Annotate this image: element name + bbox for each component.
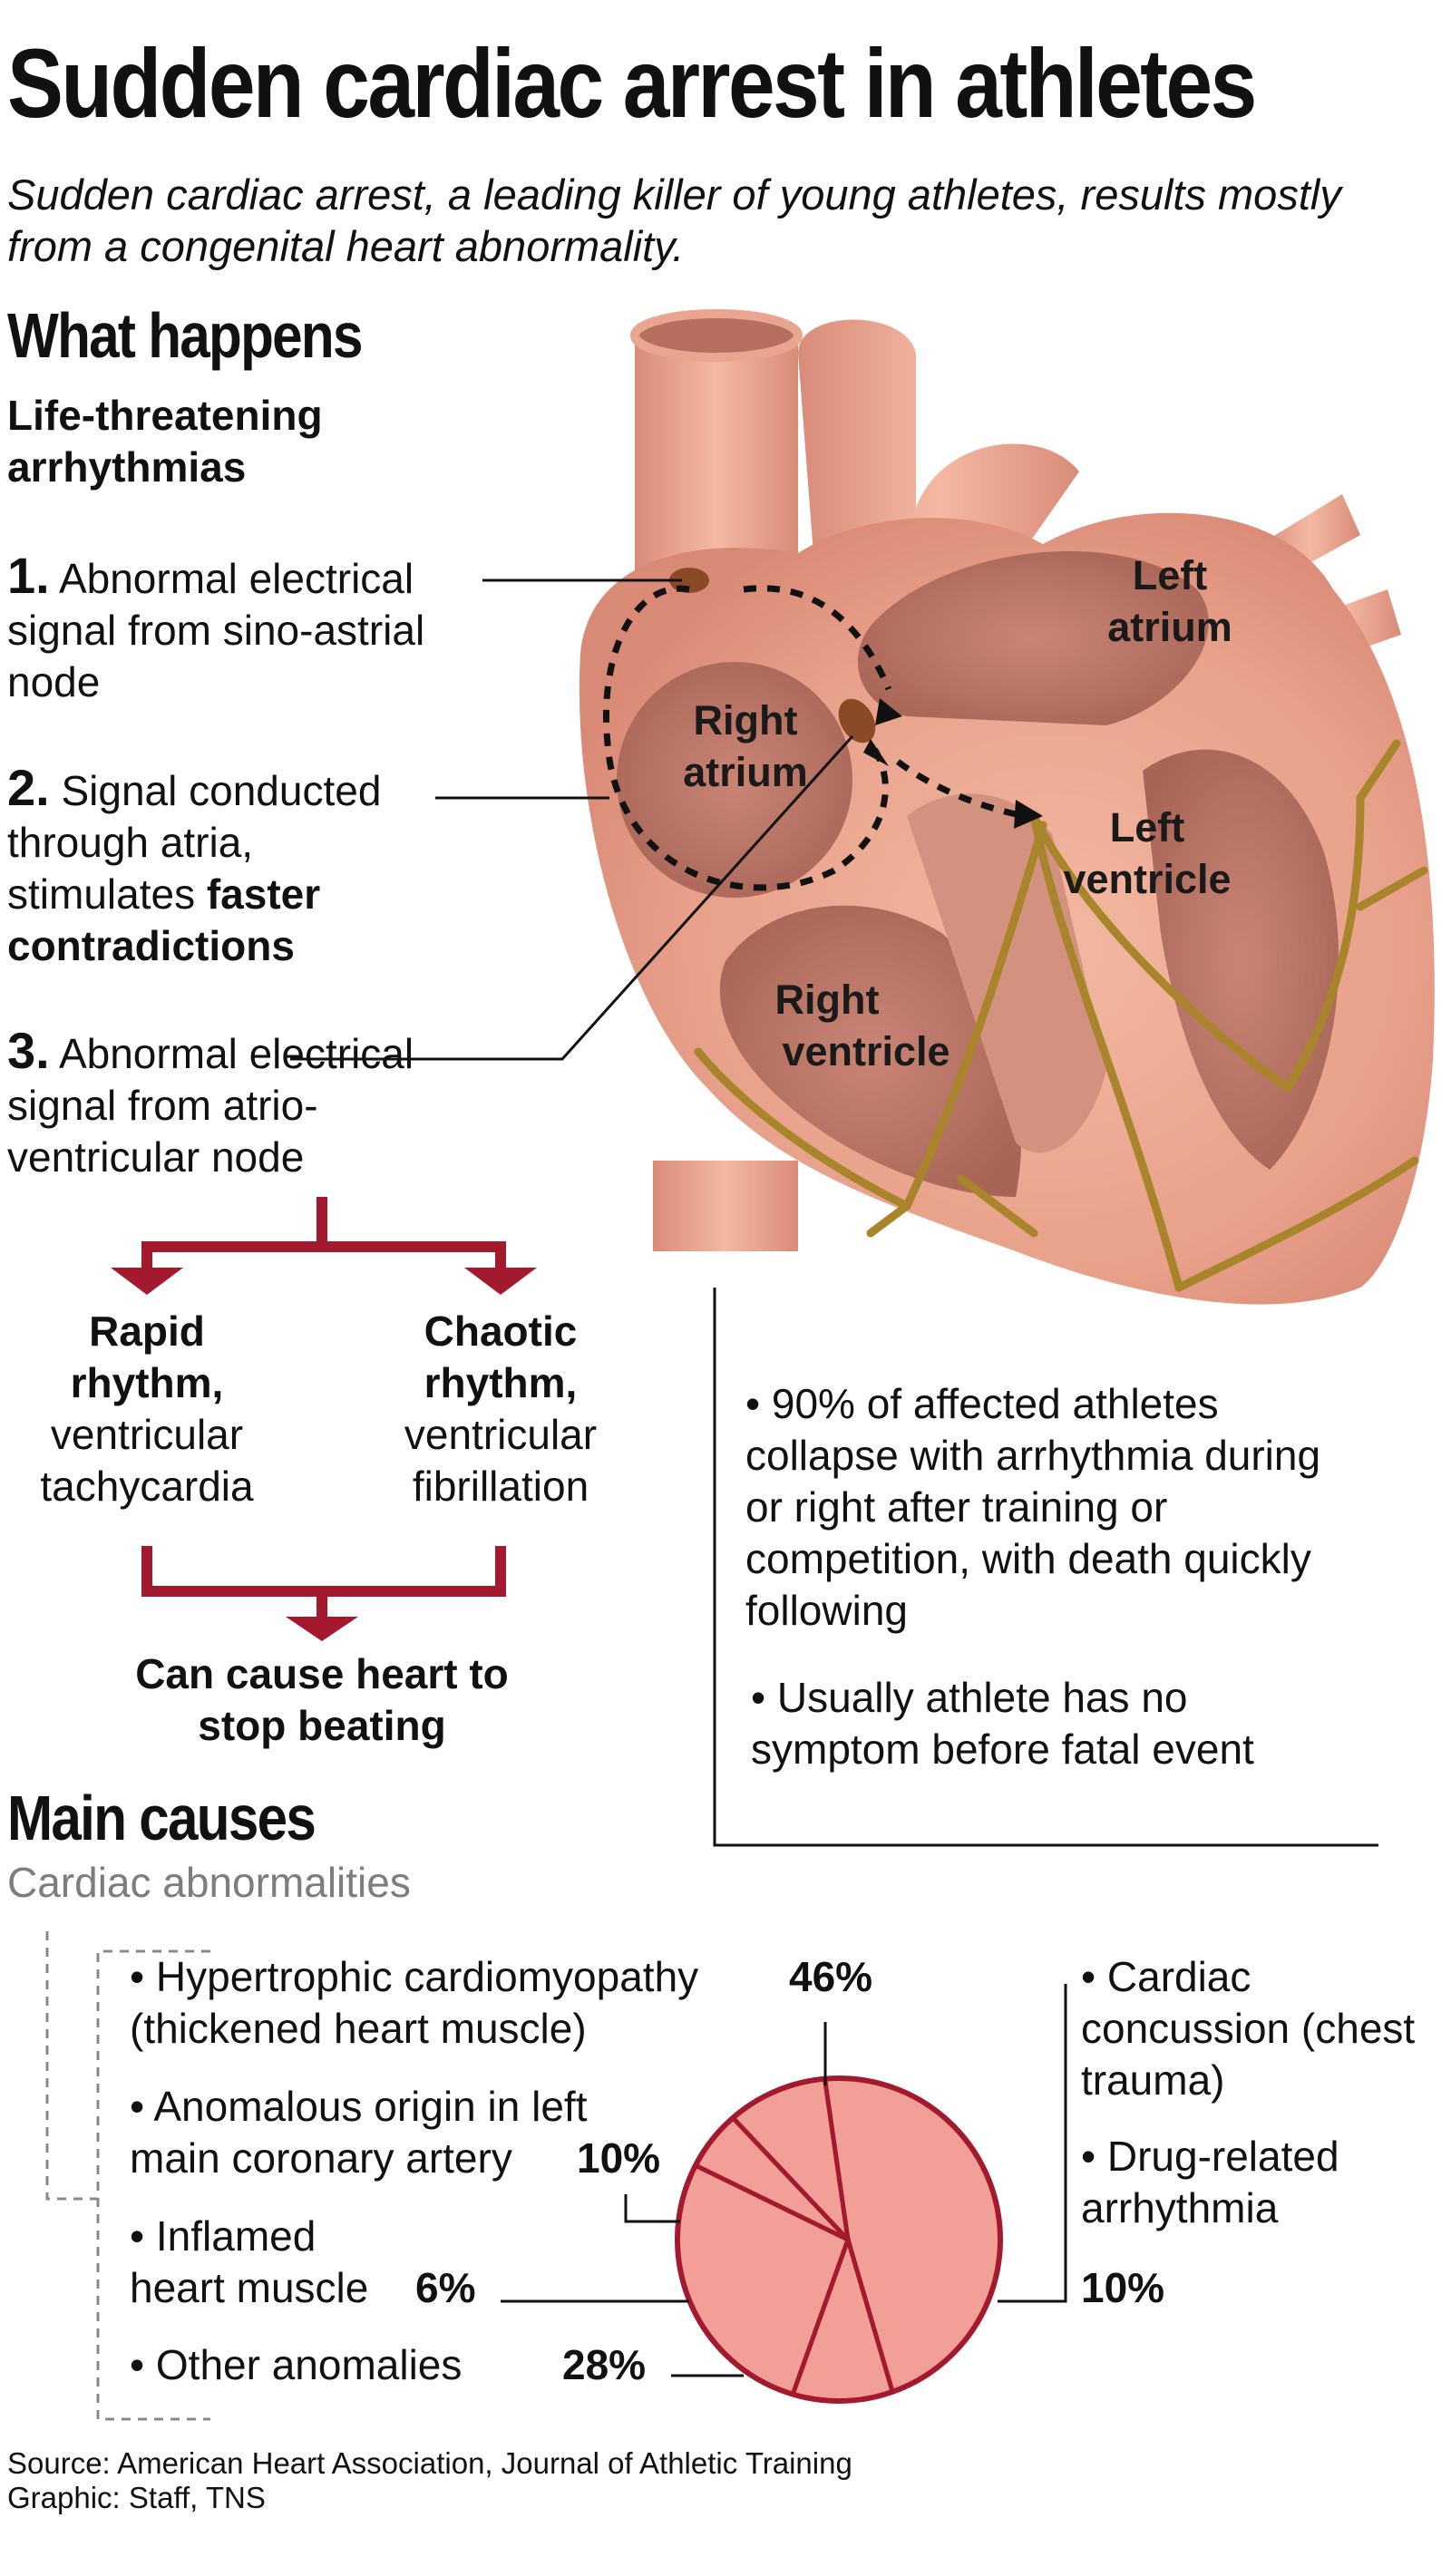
step-2: 2. Signal conducted through atria, stimu… xyxy=(7,762,433,972)
cause-inflamed-line2: heart muscle xyxy=(130,2264,369,2311)
cause-hcm-line2: (thickened heart muscle) xyxy=(130,2005,587,2052)
fact-1: • 90% of affected athletes collapse with… xyxy=(745,1380,1321,1634)
outcome-chaotic: Chaotic rhythm, ventricular fibrillation xyxy=(374,1306,628,1512)
other-pct: 10% xyxy=(1081,2264,1165,2311)
fact-2: • Usually athlete has no symptom before … xyxy=(751,1674,1254,1773)
outcome-rapid: Rapid rhythm, ventricular tachycardia xyxy=(20,1306,274,1512)
cause-item-anomalous: • Anomalous origin in left main coronary… xyxy=(130,2081,783,2184)
cause-inflamed-pct: 6% xyxy=(415,2264,476,2311)
outcome-rapid-text: ventricular tachycardia xyxy=(40,1411,254,1510)
step-2-text: Signal conducted through atria, stimulat… xyxy=(7,767,382,918)
source-text: Source: American Heart Association, Jour… xyxy=(7,2446,852,2480)
page-title: Sudden cardiac arrest in athletes xyxy=(7,28,1257,138)
step-2-bold: faster contradictions xyxy=(7,870,321,969)
outcome-chaotic-bold: Chaotic rhythm, xyxy=(424,1307,578,1406)
cause-anomalous-pct: 10% xyxy=(577,2134,661,2182)
step-1-text: Abnormal electrical signal from sino-ast… xyxy=(7,555,425,705)
causes-bracket xyxy=(45,1931,210,2421)
aorta xyxy=(798,319,1079,589)
step-2-number: 2. xyxy=(7,759,50,816)
cause-item-inflamed: • Inflamed heart muscle xyxy=(130,2211,511,2314)
step-3-number: 3. xyxy=(7,1022,50,1079)
category-label: Cardiac abnormalities xyxy=(7,1859,411,1906)
facts-bracket xyxy=(713,1288,1378,1847)
result-text: Can cause heart to stop beating xyxy=(135,1650,509,1749)
step-3: 3. Abnormal electrical signal from atrio… xyxy=(7,1025,479,1183)
section-heading-main-causes: Main causes xyxy=(7,1783,316,1853)
cause-item-hcm: • Hypertrophic cardiomyopathy (thickened… xyxy=(130,1951,783,2055)
cause-anomalous-line1: • Anomalous origin in left xyxy=(130,2083,588,2130)
outcome-chaotic-text: ventricular fibrillation xyxy=(404,1411,598,1510)
step-1-number: 1. xyxy=(7,547,50,604)
cause-inflamed-line1: • Inflamed xyxy=(130,2212,316,2260)
step-1: 1. Abnormal electrical signal from sino-… xyxy=(7,549,479,708)
subtitle: Sudden cardiac arrest, a leading killer … xyxy=(7,170,1341,270)
footer: Source: American Heart Association, Jour… xyxy=(7,2446,852,2515)
pie-leaders xyxy=(501,1984,1067,2377)
vena-cava xyxy=(635,331,798,580)
pie-chart xyxy=(675,2075,1003,2404)
section-heading-what-happens: What happens xyxy=(7,300,363,371)
step-3-text: Abnormal electrical signal from atrio-ve… xyxy=(7,1030,414,1181)
cause-anomalous-line2: main coronary artery xyxy=(130,2134,512,2182)
other-item-concussion: • Cardiac concussion (chest trauma) xyxy=(1081,1953,1416,2104)
arrhythmias-subheading: Life-threatening arrhythmias xyxy=(7,392,323,491)
cause-item-other: • Other anomalies xyxy=(130,2341,463,2388)
other-item-drug: • Drug-related arrhythmia xyxy=(1081,2133,1339,2231)
graphic-credit: Graphic: Staff, TNS xyxy=(7,2481,266,2514)
cause-other-pct: 28% xyxy=(562,2341,647,2388)
outcome-rapid-bold: Rapid rhythm, xyxy=(70,1307,224,1406)
pie-outline xyxy=(675,2075,1003,2404)
cause-hcm-line1: • Hypertrophic cardiomyopathy xyxy=(130,1953,699,2000)
cause-hcm-pct: 46% xyxy=(789,1953,873,2000)
